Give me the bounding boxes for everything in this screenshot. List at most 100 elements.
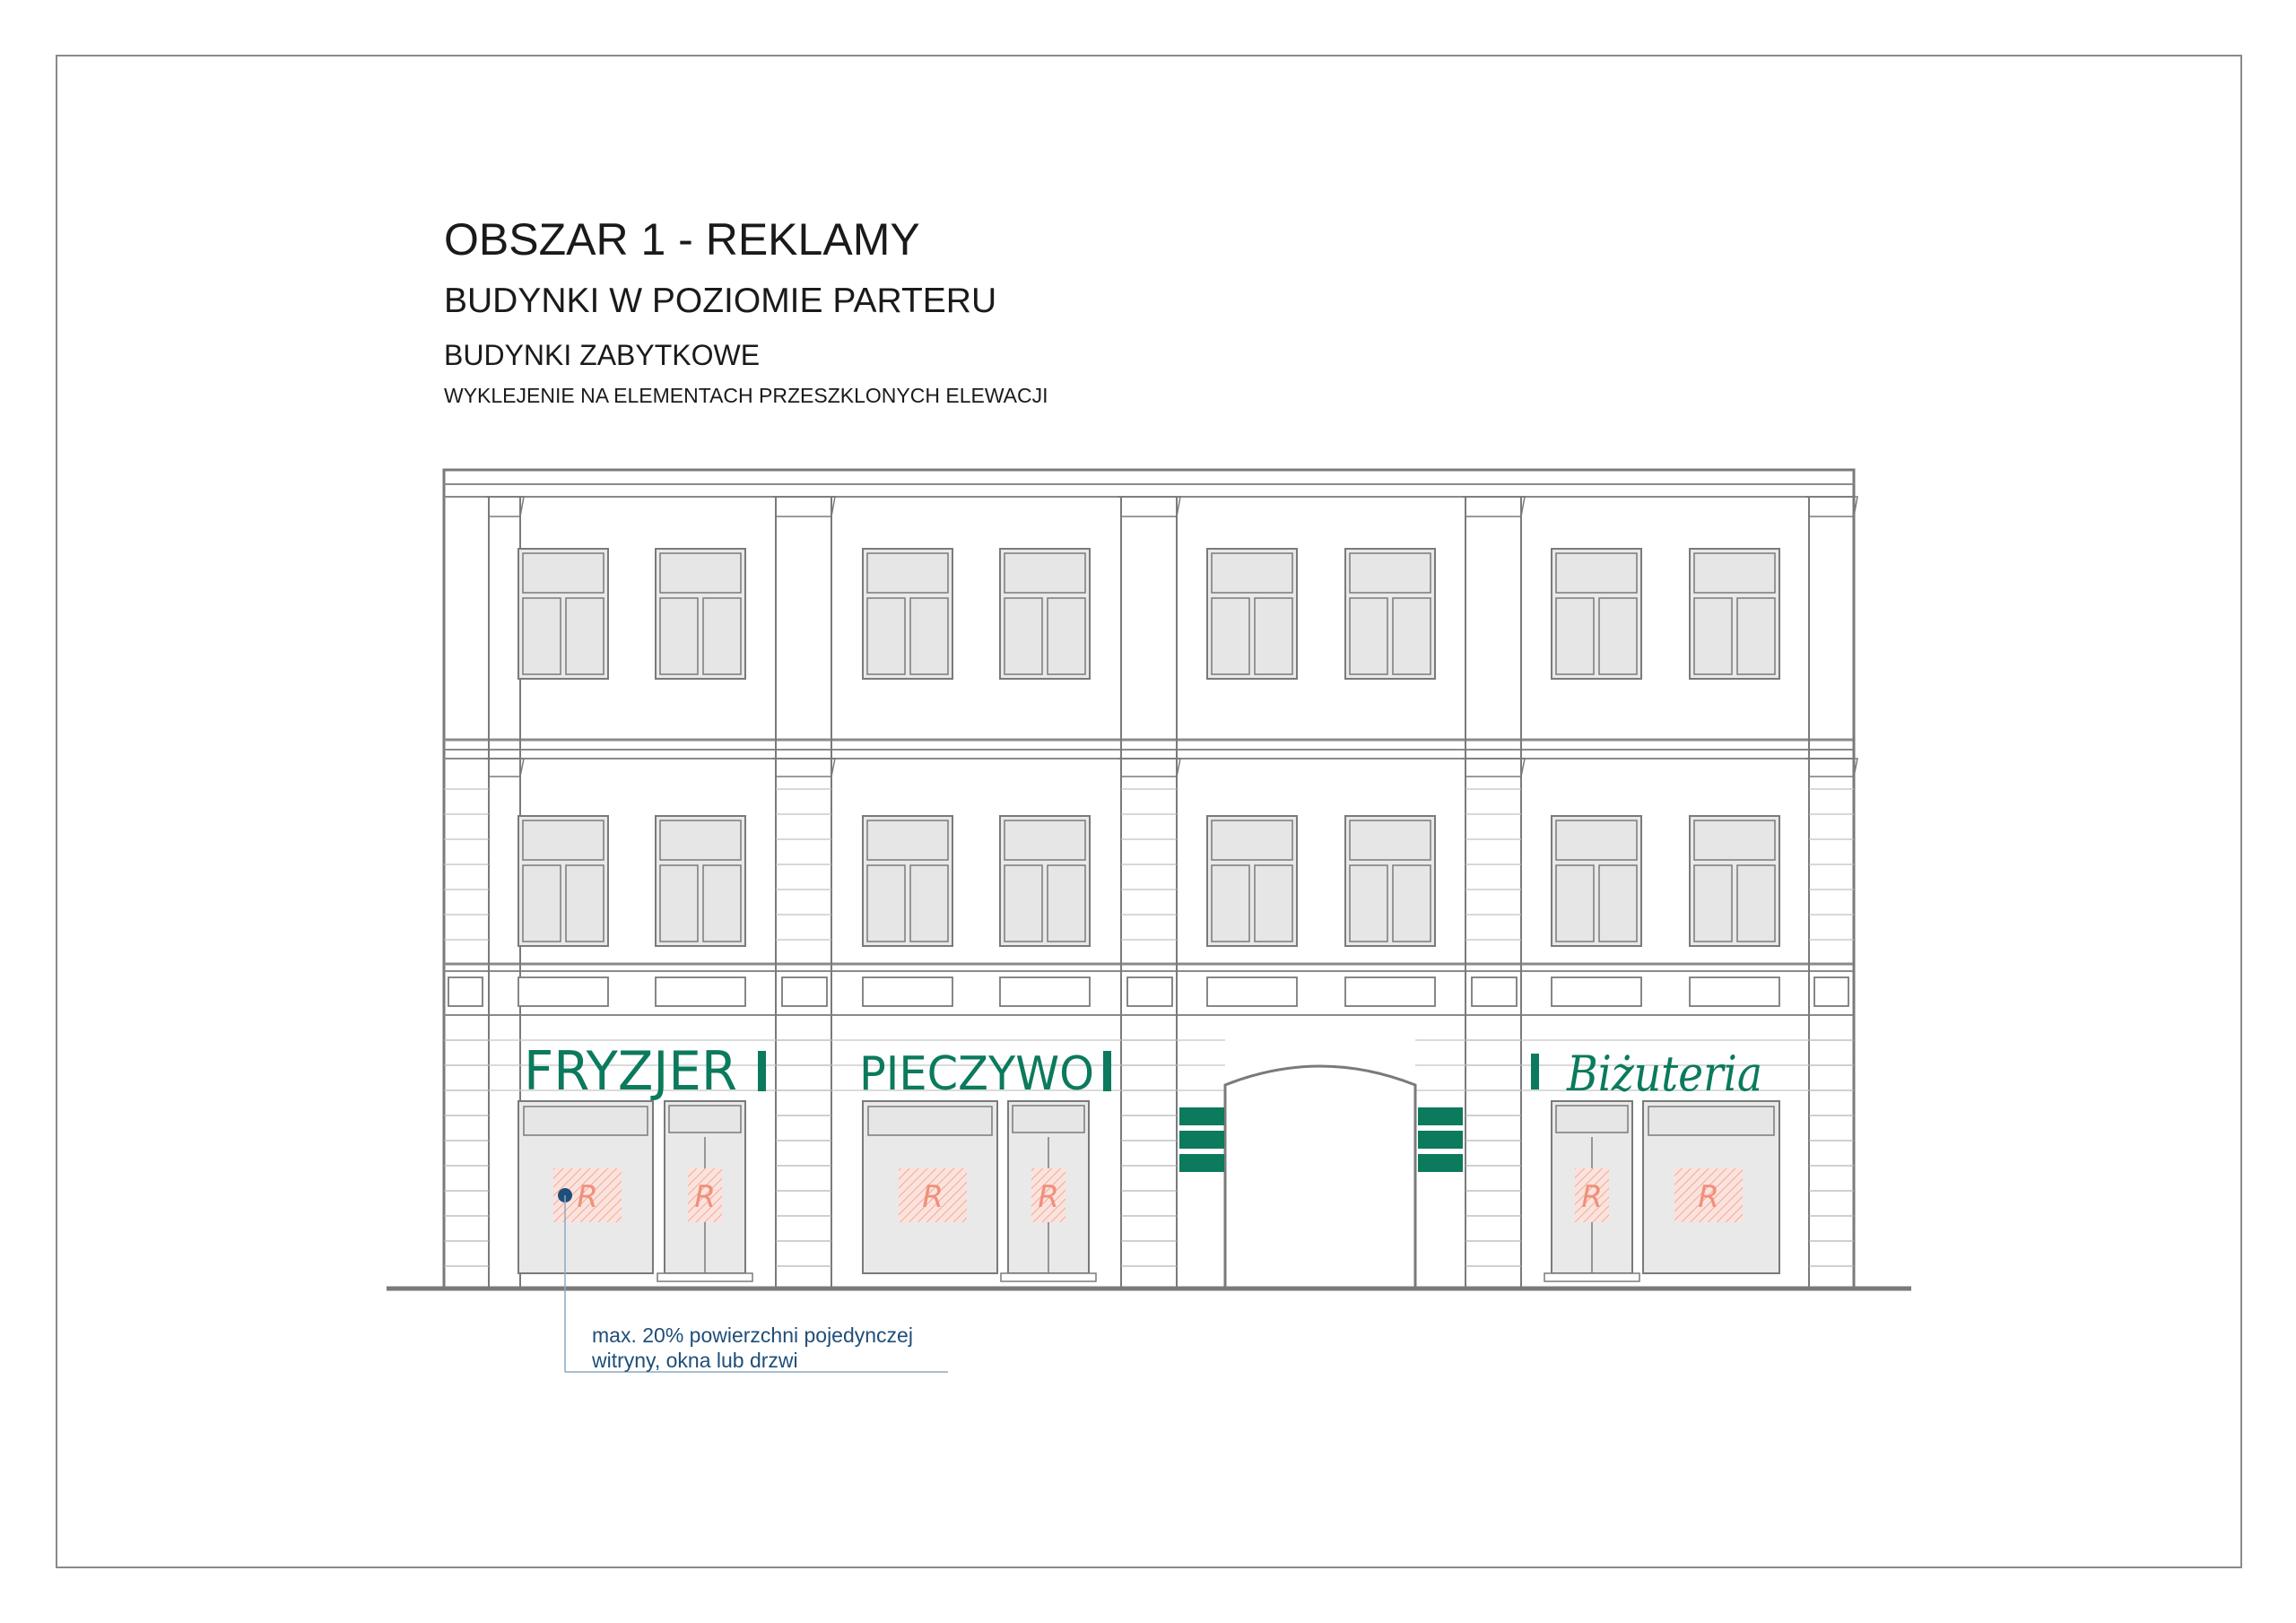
sign-pieczywo: PIECZYWO	[859, 1047, 1094, 1101]
window	[655, 548, 746, 680]
window-transom	[1211, 820, 1293, 861]
marker-letter: R	[1581, 1179, 1603, 1215]
upper-windows	[517, 548, 1780, 947]
window-sash	[1349, 597, 1388, 675]
annotation-note: max. 20% powierzchni pojedynczej witryny…	[592, 1323, 913, 1373]
adhesive-marker: R	[899, 1168, 967, 1222]
marker-letter: R	[1038, 1179, 1059, 1215]
frieze-panel	[517, 976, 609, 1007]
window-sash	[1555, 597, 1595, 675]
door-step	[657, 1272, 753, 1282]
window-sash	[1598, 597, 1638, 675]
door-transom	[1555, 1105, 1629, 1133]
frieze-panel	[1344, 976, 1436, 1007]
frieze-panel	[1813, 976, 1849, 1007]
window-sash	[1254, 864, 1293, 942]
window-sash	[1736, 864, 1776, 942]
frieze-panels	[448, 976, 1849, 1007]
frieze-panel	[1126, 976, 1173, 1007]
window-sash	[866, 597, 906, 675]
marker-area	[1575, 1168, 1609, 1222]
pilaster-capital	[485, 758, 525, 777]
window	[517, 548, 609, 680]
pilaster-capital	[772, 758, 836, 777]
window-sash	[909, 597, 949, 675]
window-sash	[1211, 864, 1250, 942]
window-sash	[909, 864, 949, 942]
sign-fryzjer-bar	[758, 1051, 766, 1091]
marker-area	[1674, 1168, 1743, 1222]
window-sash	[1555, 864, 1595, 942]
window-sash	[1693, 864, 1733, 942]
window-sash	[702, 597, 742, 675]
signboard-left-2	[1179, 1131, 1224, 1149]
marker-area	[1031, 1168, 1065, 1222]
shop-signs: FRYZJER PIECZYWO Biżuteria	[524, 1040, 1762, 1103]
window	[517, 815, 609, 947]
drawing-subtitle: BUDYNKI W POZIOMIE PARTERU	[444, 282, 997, 320]
pilaster-capital	[1462, 758, 1526, 777]
sign-bizuteria: Biżuteria	[1566, 1046, 1762, 1102]
window-sash	[1047, 864, 1086, 942]
pilaster-capital	[1805, 758, 1858, 777]
window-transom	[1555, 552, 1638, 594]
adhesive-marker: R	[1575, 1168, 1609, 1222]
frieze-panel	[1471, 976, 1518, 1007]
window	[1689, 548, 1780, 680]
frieze-panel	[1551, 976, 1642, 1007]
signboard-right-2	[1418, 1131, 1463, 1149]
window-sash	[565, 864, 604, 942]
ground-floor-rustication	[444, 788, 1854, 1267]
window-transom	[1004, 820, 1086, 861]
signboard-left-3	[1179, 1154, 1224, 1172]
sign-pieczywo-bar	[1103, 1051, 1111, 1091]
window-sash	[1598, 864, 1638, 942]
window	[1206, 815, 1298, 947]
window	[1344, 548, 1436, 680]
window-transom	[1349, 552, 1431, 594]
window	[1551, 548, 1642, 680]
window-transom	[866, 820, 949, 861]
window-transom	[1693, 820, 1776, 861]
gateway	[1223, 1064, 1417, 1289]
window-sash	[1004, 864, 1043, 942]
marker-letter: R	[577, 1179, 598, 1215]
window-transom	[522, 552, 604, 594]
window-sash	[659, 597, 699, 675]
window-transom	[866, 552, 949, 594]
marker-area	[688, 1168, 722, 1222]
shop-door	[1000, 1100, 1097, 1282]
window-transom	[1555, 820, 1638, 861]
window	[1344, 815, 1436, 947]
pilaster-capital	[1462, 496, 1526, 517]
signboard-right-3	[1418, 1154, 1463, 1172]
window	[1206, 548, 1298, 680]
glazing-transom	[867, 1106, 993, 1136]
door-transom	[1012, 1105, 1085, 1133]
window-sash	[1004, 597, 1043, 675]
frieze-panel	[448, 976, 483, 1007]
marker-letter: R	[1698, 1179, 1719, 1215]
sign-fryzjer: FRYZJER	[524, 1040, 737, 1103]
window-sash	[1693, 597, 1733, 675]
window-sash	[1392, 864, 1431, 942]
frieze-panel	[1206, 976, 1298, 1007]
glazing-transom	[523, 1106, 648, 1136]
window-transom	[659, 552, 742, 594]
window-transom	[1693, 552, 1776, 594]
window-transom	[522, 820, 604, 861]
window	[862, 548, 953, 680]
window-transom	[1004, 552, 1086, 594]
drawing-title: OBSZAR 1 - REKLAMY	[444, 214, 920, 265]
frieze-panel	[1689, 976, 1780, 1007]
window-sash	[522, 597, 561, 675]
pilaster-capital	[772, 496, 836, 517]
window-sash	[1392, 597, 1431, 675]
window-sash	[1736, 597, 1776, 675]
window-sash	[1211, 597, 1250, 675]
drawing-category: BUDYNKI ZABYTKOWE	[444, 339, 761, 371]
window-sash	[522, 864, 561, 942]
frieze-panel	[781, 976, 828, 1007]
